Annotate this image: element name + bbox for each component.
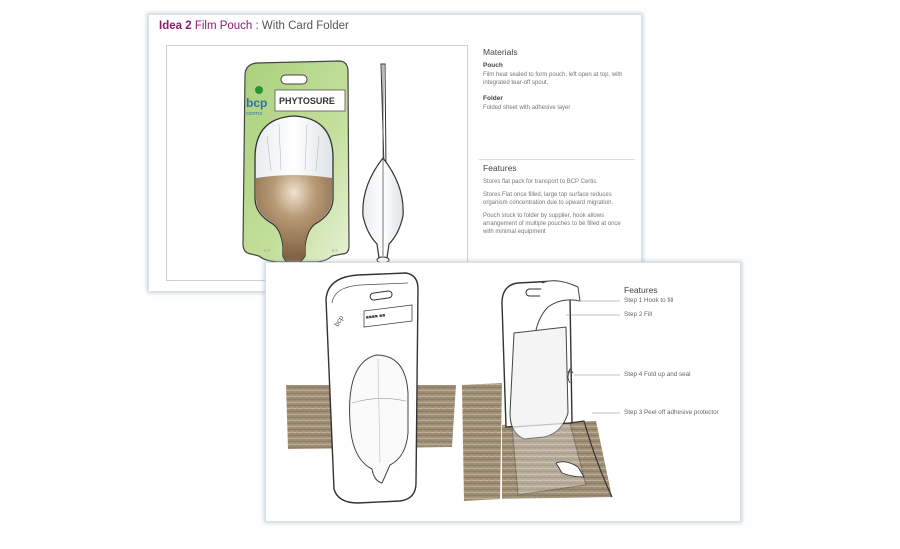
feature-item: Stores Flat once filled, large top surfa… <box>483 192 614 206</box>
title-subtitle: : With Card Folder <box>255 20 349 32</box>
features-heading-bottom: Features <box>624 285 658 295</box>
materials-heading: Materials <box>483 47 518 57</box>
filling-steps-sketch: ■■■■ ■■ bcp <box>286 272 620 504</box>
title-concept-name: Film Pouch <box>194 20 253 32</box>
board-title: Idea 2 Film Pouch : With Card Folder <box>159 20 349 32</box>
svg-text:■■■■ ■■: ■■■■ ■■ <box>366 313 386 321</box>
svg-text:bcp: bcp <box>334 315 346 328</box>
pouch-side-view <box>362 63 404 264</box>
step-label: Step 4 Fold up and seal <box>624 371 691 378</box>
features-panel-top: Features Stores flat pack for transport … <box>483 163 633 241</box>
step-label: Step 2 Fill <box>624 311 652 318</box>
section-divider <box>479 159 635 160</box>
feature-item: Stores flat pack for transport to BCP Ce… <box>483 179 598 185</box>
folder-description: Folded sheet with adhesive layer <box>483 105 571 111</box>
svg-text:≡ ≡: ≡ ≡ <box>332 248 338 253</box>
pouch-heading: Pouch <box>483 62 503 69</box>
pouch-description: Film heat sealed to form pouch, left ope… <box>483 72 623 86</box>
certis-logo: CERTIS <box>246 111 262 116</box>
film-pouch-front <box>254 115 334 265</box>
callout-leader-lines <box>566 300 620 414</box>
concept-board-top: Idea 2 Film Pouch : With Card Folder <box>148 14 642 292</box>
step-label: Step 1 Hook to fill <box>624 297 674 304</box>
folder-heading: Folder <box>483 95 503 102</box>
folded-pouch-sketch: ■■■■ ■■ bcp <box>286 272 456 504</box>
title-idea-number: Idea 2 <box>159 20 192 32</box>
open-folder-sketch <box>462 280 613 501</box>
concept-board-bottom: ■■■■ ■■ bcp Features Step <box>265 262 741 522</box>
product-label: PHYTOSURE <box>279 96 335 106</box>
feature-item: Pouch stuck to folder by supplier, hook … <box>483 213 621 235</box>
svg-text:≡ ≡: ≡ ≡ <box>264 248 270 253</box>
step-label: Step 3 Peel off adhesive protector <box>624 409 719 416</box>
materials-panel: Materials Pouch Film heat sealed to form… <box>483 47 633 117</box>
bcp-logo: bcp <box>246 96 267 110</box>
sketch-frame: PHYTOSURE bcp CERTIS ≡ ≡ ≡ ≡ <box>166 45 468 281</box>
pouch-sketch-drawing: PHYTOSURE bcp CERTIS ≡ ≡ ≡ ≡ <box>242 60 404 265</box>
features-heading-top: Features <box>483 163 517 173</box>
